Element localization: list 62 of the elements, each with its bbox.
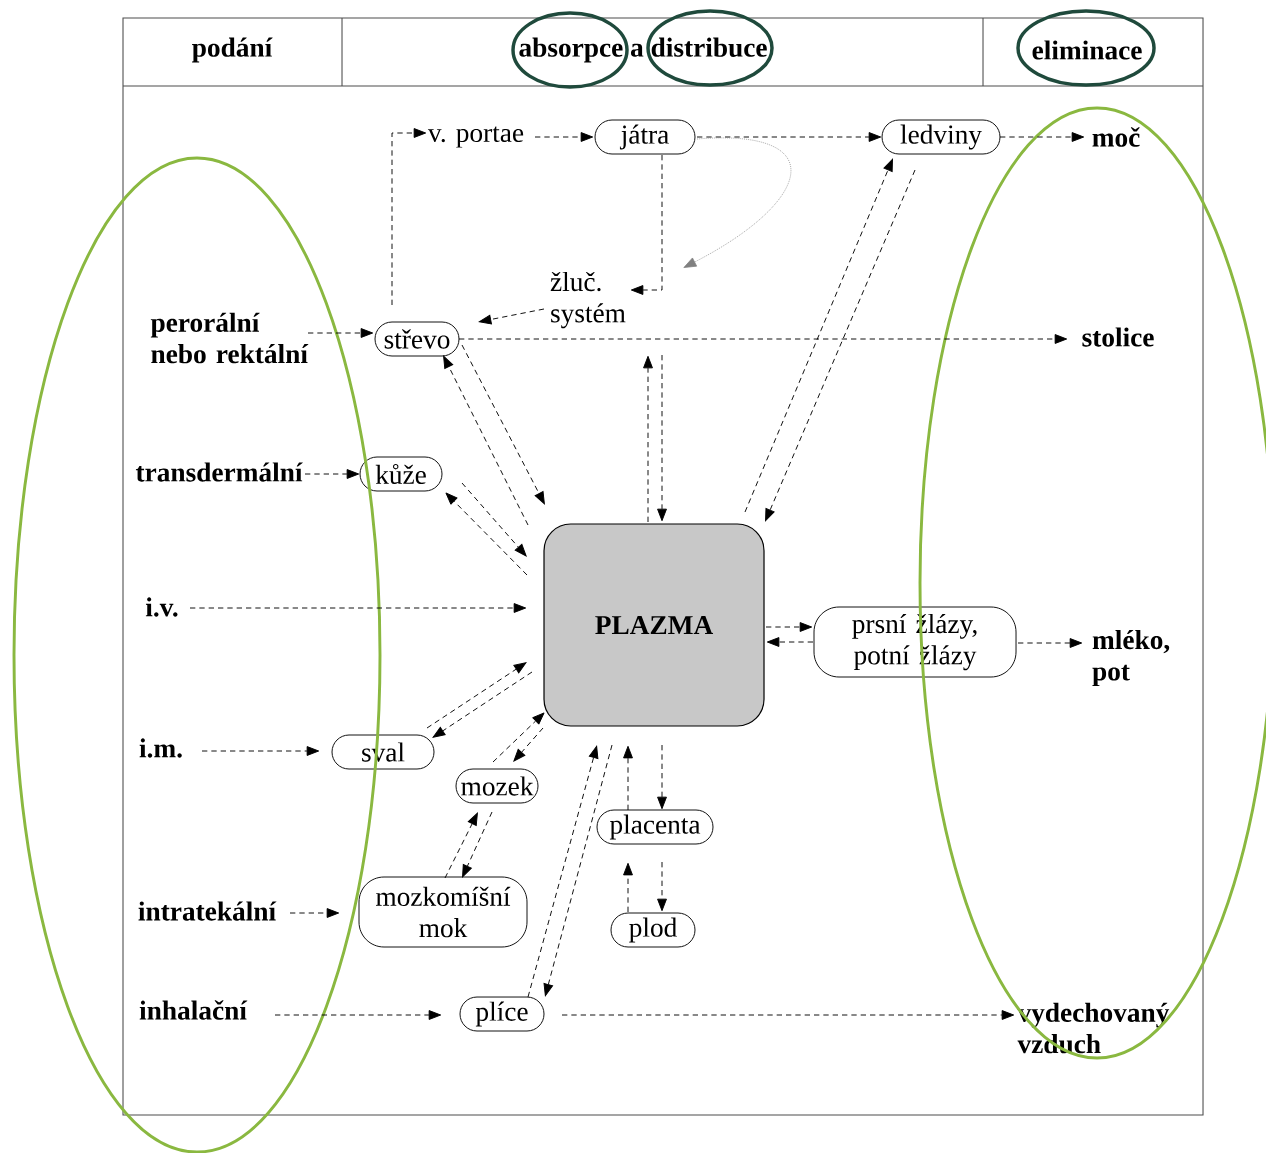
arrow xyxy=(445,492,528,576)
arrow xyxy=(543,744,613,997)
arrow xyxy=(443,355,529,526)
arrow xyxy=(189,603,527,613)
column-heading: podání xyxy=(192,37,273,63)
organ-box: plod xyxy=(610,912,696,948)
arrow xyxy=(623,862,633,913)
organ-box: mozek xyxy=(455,768,539,804)
column-heading: eliminace xyxy=(1032,40,1142,60)
arrow xyxy=(765,622,813,632)
plasma-box: PLAZMA xyxy=(543,523,765,727)
arrow xyxy=(766,637,814,647)
route-label: moč xyxy=(1090,125,1142,149)
arrow xyxy=(527,745,599,998)
arrow xyxy=(623,745,633,811)
arrow xyxy=(426,662,527,729)
arrow xyxy=(696,132,882,142)
arrow xyxy=(462,811,493,878)
arrow xyxy=(492,712,545,763)
organ-box: mozkomíšní mok xyxy=(358,876,528,948)
arrow xyxy=(461,344,545,505)
arrow xyxy=(643,355,653,523)
arrow xyxy=(201,746,320,756)
organ-box: placenta xyxy=(596,809,714,845)
route-label: transdermální xyxy=(134,461,304,483)
arrow xyxy=(513,727,544,762)
route-label: v. portae xyxy=(426,125,526,149)
arrow xyxy=(458,334,1068,344)
arrow xyxy=(307,328,374,338)
arrow xyxy=(1017,638,1083,648)
route-label: žluč. systém xyxy=(548,270,640,330)
route-label: mléko, pot xyxy=(1090,628,1184,688)
route-label: i.m. xyxy=(137,737,185,759)
arrow xyxy=(274,1010,442,1020)
arrow xyxy=(432,671,533,738)
arrow xyxy=(765,169,916,522)
arrow xyxy=(683,137,792,268)
route-label: inhalační xyxy=(137,998,249,1022)
arrow xyxy=(534,132,594,142)
arrow xyxy=(561,1010,1015,1020)
arrow xyxy=(630,154,663,295)
arrow xyxy=(444,812,478,879)
organ-box: játra xyxy=(594,119,696,155)
arrow xyxy=(999,132,1085,142)
route-label: i.v. xyxy=(143,596,181,618)
arrow xyxy=(657,861,667,912)
organ-box: střevo xyxy=(374,321,460,357)
organ-box: kůže xyxy=(359,456,443,492)
route-label: stolice xyxy=(1080,326,1156,348)
column-heading: absorpce a distribuce xyxy=(519,37,767,63)
arrow xyxy=(391,128,427,306)
arrow xyxy=(657,354,667,522)
arrow xyxy=(478,308,545,325)
arrow xyxy=(461,482,527,557)
route-label: perorální nebo rektální xyxy=(149,311,317,365)
arrow xyxy=(744,158,893,513)
organ-box: ledviny xyxy=(881,119,1001,155)
arrow xyxy=(657,744,667,810)
organ-box: plíce xyxy=(459,996,545,1032)
arrow xyxy=(289,908,340,918)
arrow xyxy=(304,469,360,479)
route-label: intratekální xyxy=(136,900,278,922)
